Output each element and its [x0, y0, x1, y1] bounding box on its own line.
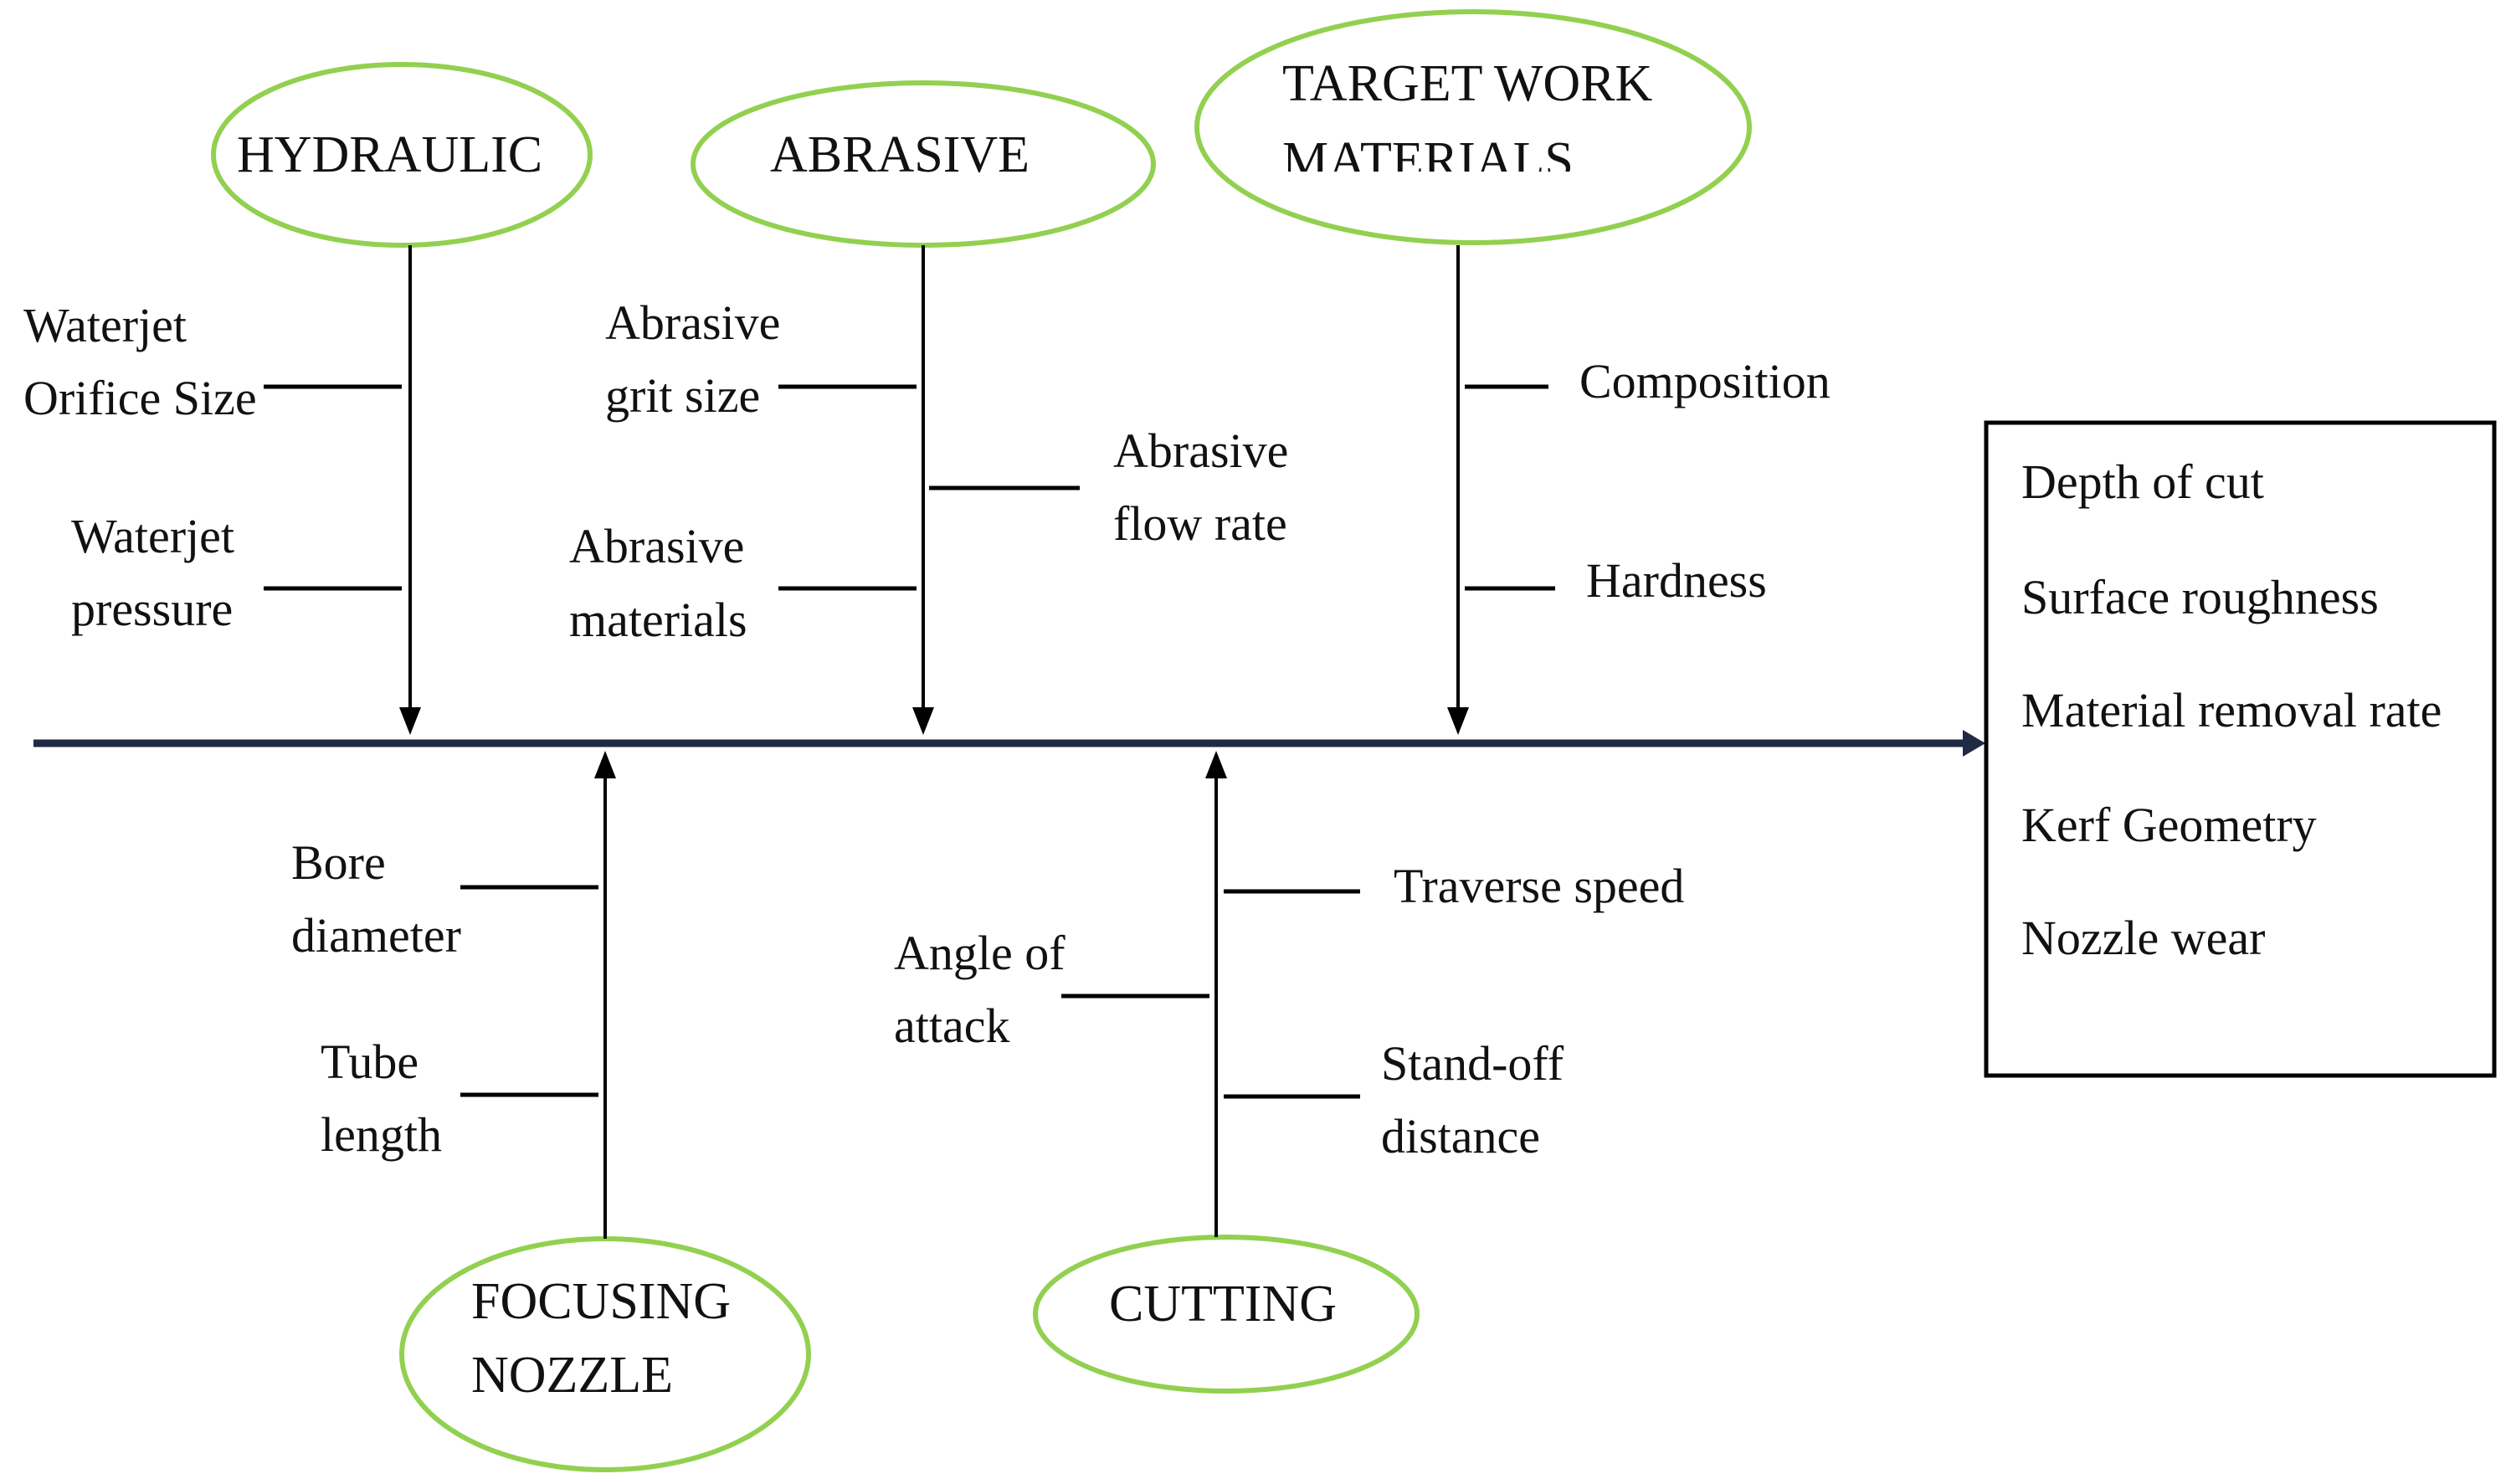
target-arrowhead: [1447, 707, 1469, 735]
hydraulic-label: HYDRAULIC: [237, 126, 542, 183]
cause-angle-of-attack: Angle of attack: [894, 926, 1077, 1053]
cause-abrasive-grit-size: Abrasive grit size: [605, 295, 793, 423]
focusing-label: FOCUSING NOZZLE: [471, 1273, 744, 1404]
effect-surface-roughness: Surface roughness: [2021, 570, 2379, 624]
category-target-work-materials: TARGET WORK MATERIALS Composition Hardne…: [1194, 9, 1831, 735]
abrasive-label: ABRASIVE: [770, 126, 1030, 183]
cause-traverse-speed: Traverse speed: [1394, 859, 1684, 913]
cutting-ellipse: [1033, 1235, 1420, 1394]
target-ellipse: [1194, 9, 1752, 245]
hydraulic-arrowhead: [399, 707, 421, 735]
category-cutting: CUTTING Traverse speed Angle of attack S…: [894, 751, 1684, 1394]
hydraulic-ellipse: [211, 62, 593, 248]
effect-depth-of-cut: Depth of cut: [2021, 454, 2264, 509]
target-label: TARGET WORK MATERIALS: [1282, 55, 1666, 189]
category-abrasive: ABRASIVE Abrasive grit size Abrasive flo…: [569, 80, 1301, 735]
cause-hardness: Hardness: [1586, 553, 1767, 608]
effect-box: Depth of cut Surface roughness Material …: [1984, 420, 2497, 1078]
spine-arrowhead: [1963, 730, 1985, 757]
effect-material-removal-rate: Material removal rate: [2021, 683, 2442, 737]
effect-kerf-geometry: Kerf Geometry: [2021, 798, 2317, 852]
abrasive-arrowhead: [912, 707, 934, 735]
cause-tube-length: Tube length: [321, 1035, 442, 1162]
cause-waterjet-pressure: Waterjet pressure: [71, 509, 247, 636]
category-focusing-nozzle: FOCUSING NOZZLE Bore diameter Tube lengt…: [291, 751, 811, 1472]
effect-nozzle-wear: Nozzle wear: [2021, 911, 2265, 965]
cause-abrasive-flow-rate: Abrasive flow rate: [1113, 424, 1301, 551]
category-hydraulic: HYDRAULIC Waterjet Orifice Size Waterjet…: [23, 62, 593, 735]
effect-box-border: [1984, 420, 2497, 1078]
cause-composition: Composition: [1579, 354, 1831, 408]
cause-abrasive-materials: Abrasive materials: [569, 519, 757, 647]
cause-stand-off-distance: Stand-off distance: [1381, 1036, 1576, 1163]
focusing-arrowhead: [594, 751, 616, 778]
cause-bore-diameter: Bore diameter: [291, 835, 461, 963]
cause-waterjet-orifice-size: Waterjet Orifice Size: [23, 298, 257, 425]
cutting-label: CUTTING: [1109, 1276, 1337, 1333]
cutting-arrowhead: [1205, 751, 1227, 778]
